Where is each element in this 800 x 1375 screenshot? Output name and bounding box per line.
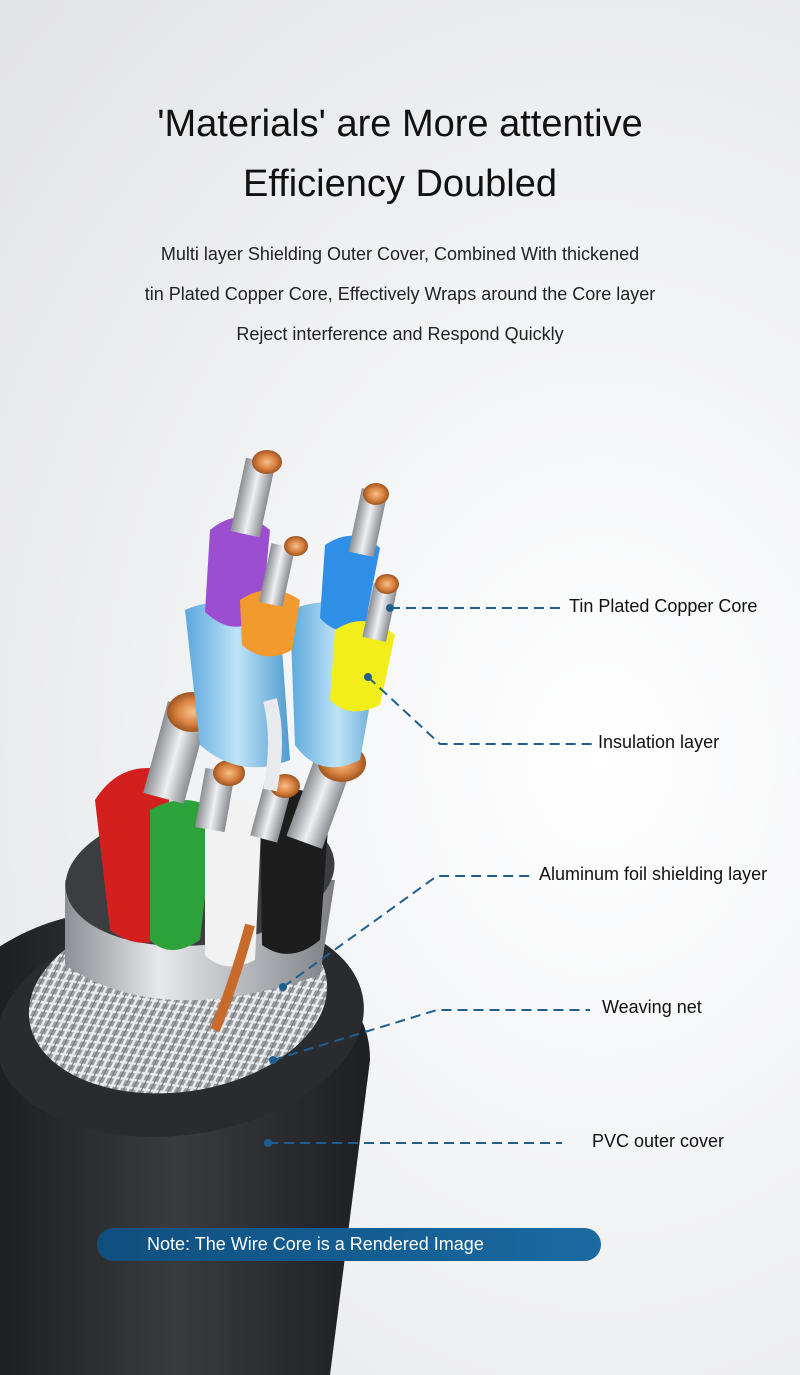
lower-wires	[95, 692, 366, 1032]
label-insulation: Insulation layer	[598, 732, 720, 752]
label-weaving: Weaving net	[602, 997, 702, 1017]
headline-line-2: Efficiency Doubled	[242, 163, 558, 205]
leader-lines	[268, 607, 592, 1144]
label-copper-core: Tin Plated Copper Core	[569, 596, 758, 616]
label-foil: Aluminum foil shielding layer	[539, 864, 768, 884]
leader-insulation	[367, 676, 592, 745]
headline-line-1: 'Materials' are More attentive	[157, 103, 643, 145]
description-line-3: Reject interference and Respond Quickly	[236, 324, 564, 344]
description-line-2: tin Plated Copper Core, Effectively Wrap…	[144, 284, 656, 304]
upper-pairs	[185, 450, 399, 792]
leader-dots	[264, 604, 394, 1147]
description: Multi layer Shielding Outer Cover, Combi…	[0, 234, 800, 354]
note-badge: Note: The Wire Core is a Rendered Image	[97, 1228, 601, 1261]
leader-weaving	[272, 1009, 590, 1061]
headline: 'Materials' are More attentive Efficienc…	[0, 94, 800, 214]
label-pvc: PVC outer cover	[592, 1131, 725, 1151]
description-line-1: Multi layer Shielding Outer Cover, Combi…	[160, 244, 640, 264]
cable-illustration	[0, 450, 592, 1375]
